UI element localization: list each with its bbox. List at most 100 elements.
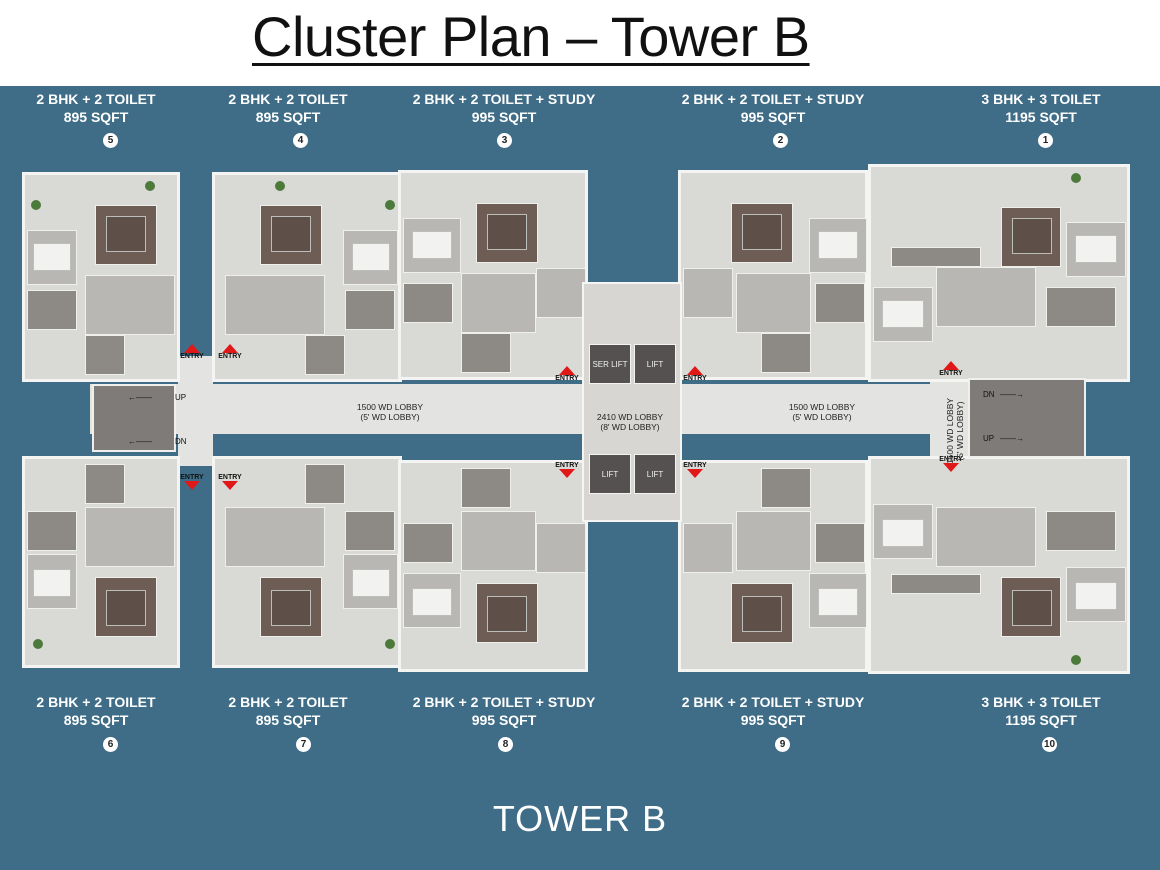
unit-area: 1195 SQFT: [1005, 712, 1077, 728]
bed: [352, 569, 390, 597]
bedroom: [809, 573, 867, 628]
unit-area: 995 SQFT: [740, 712, 806, 728]
unit-type: 3 BHK + 3 TOILET: [981, 694, 1101, 710]
unit-type: 2 BHK + 2 TOILET + STUDY: [412, 694, 596, 710]
lobby-width: 1500 WD LOBBY: [788, 402, 856, 412]
master-bedroom: [731, 203, 793, 263]
lift: LIFT: [634, 454, 676, 494]
unit-label-10: 3 BHK + 3 TOILET 1195 SQFT: [931, 693, 1151, 729]
master-bedroom: [731, 583, 793, 643]
balcony: [891, 574, 981, 594]
plant: [275, 181, 285, 191]
master-bedroom: [95, 205, 157, 265]
bed: [1012, 218, 1052, 254]
bedroom: [809, 218, 867, 273]
stair-down-label: DN: [175, 437, 187, 446]
page-title: Cluster Plan – Tower B: [252, 5, 810, 68]
left-lobby-label: 1500 WD LOBBY(5' WD LOBBY): [340, 402, 440, 422]
bed: [271, 216, 311, 252]
unit-area: 995 SQFT: [471, 109, 537, 125]
kitchen: [461, 468, 511, 508]
entry-marker: ENTRY: [552, 462, 582, 478]
bed: [1075, 582, 1117, 610]
unit-block-4: [212, 172, 402, 382]
bed: [271, 590, 311, 626]
unit-type: 3 BHK + 3 TOILET: [981, 91, 1101, 107]
toilet: [403, 523, 453, 563]
unit-label-5: 2 BHK + 2 TOILET 895 SQFT: [0, 90, 206, 126]
entry-label: ENTRY: [939, 456, 963, 463]
bed: [882, 519, 924, 547]
unit-block-8: [398, 460, 588, 672]
lobby-width-feet: (5' WD LOBBY): [360, 412, 420, 422]
kitchen: [85, 335, 125, 375]
bedroom: [403, 218, 461, 273]
toilet: [1046, 511, 1116, 551]
stair-up-label: UP: [175, 393, 187, 402]
unit-label-9: 2 BHK + 2 TOILET + STUDY 995 SQFT: [663, 693, 883, 729]
plant: [33, 639, 43, 649]
entry-label: ENTRY: [683, 462, 707, 469]
bedroom: [27, 230, 77, 285]
plant: [385, 639, 395, 649]
kitchen: [305, 464, 345, 504]
unit-area: 1195 SQFT: [1005, 109, 1077, 125]
stair-down-label: DN: [983, 390, 995, 399]
lobby-width: 2410 WD LOBBY: [596, 412, 664, 422]
toilet: [403, 283, 453, 323]
entry-arrow-icon: [222, 344, 238, 353]
entry-arrow-icon: [943, 361, 959, 370]
unit-area: 895 SQFT: [63, 712, 129, 728]
unit-type: 2 BHK + 2 TOILET + STUDY: [681, 694, 865, 710]
entry-marker: ENTRY: [177, 474, 207, 490]
study: [536, 268, 586, 318]
unit-type: 2 BHK + 2 TOILET + STUDY: [681, 91, 865, 107]
lift-core: SER LIFT LIFT LIFT LIFT: [582, 282, 682, 522]
stair-up-label: UP: [983, 434, 995, 443]
stair-up-arrow: ←——: [128, 393, 152, 402]
bedroom: [873, 287, 933, 342]
unit-area: 895 SQFT: [63, 109, 129, 125]
entry-label: ENTRY: [218, 353, 242, 360]
center-lobby-label: 2410 WD LOBBY(8' WD LOBBY): [580, 412, 680, 432]
entry-marker: ENTRY: [215, 344, 245, 360]
bedroom: [873, 504, 933, 559]
toilet: [1046, 287, 1116, 327]
master-bedroom: [260, 205, 322, 265]
bed: [818, 588, 858, 616]
bed: [1075, 235, 1117, 263]
kitchen: [761, 468, 811, 508]
toilet: [27, 290, 77, 330]
bed: [352, 243, 390, 271]
unit-number-badge: 6: [103, 737, 118, 752]
living-dining: [225, 275, 325, 335]
plant: [145, 181, 155, 191]
bed: [742, 596, 782, 632]
lobby-width: 1500 WD LOBBY: [356, 402, 424, 412]
entry-arrow-icon: [184, 481, 200, 490]
service-lift: SER LIFT: [589, 344, 631, 384]
plant: [1071, 173, 1081, 183]
unit-type: 2 BHK + 2 TOILET: [228, 694, 348, 710]
bedroom: [343, 230, 398, 285]
unit-type: 2 BHK + 2 TOILET: [228, 91, 348, 107]
master-bedroom: [476, 583, 538, 643]
toilet: [345, 511, 395, 551]
stair-down-arrow: ——→: [1000, 390, 1024, 399]
toilet: [815, 523, 865, 563]
bed: [106, 590, 146, 626]
unit-type: 2 BHK + 2 TOILET: [36, 91, 156, 107]
entry-arrow-icon: [559, 469, 575, 478]
entry-label: ENTRY: [683, 375, 707, 382]
bedroom: [27, 554, 77, 609]
plant: [31, 200, 41, 210]
unit-block-5: [22, 172, 180, 382]
unit-number-badge: 4: [293, 133, 308, 148]
entry-label: ENTRY: [180, 353, 204, 360]
entry-marker: ENTRY: [936, 361, 966, 377]
kitchen: [761, 333, 811, 373]
bed: [106, 216, 146, 252]
entry-label: ENTRY: [555, 375, 579, 382]
bed: [412, 588, 452, 616]
